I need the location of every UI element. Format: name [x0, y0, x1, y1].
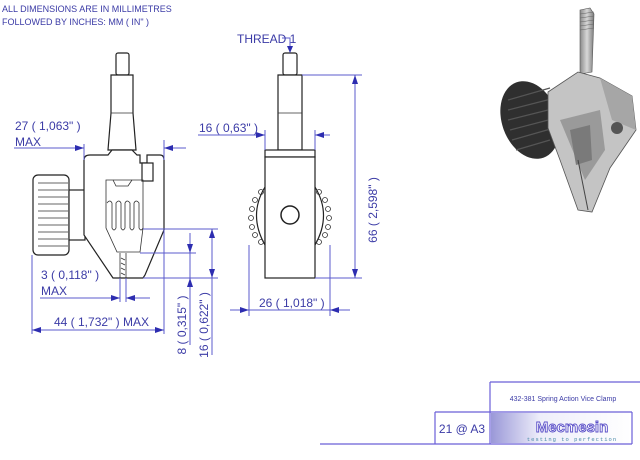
drawing-scale: 21 @ A3	[439, 422, 486, 436]
knob-right	[314, 184, 324, 248]
mecmesin-logo: Mecmesin	[536, 419, 609, 436]
dim-jaw-gap: 3 ( 0,118" )	[41, 268, 99, 282]
knob	[32, 174, 70, 256]
dim-jaw-depth: 8 ( 0,315" )	[175, 296, 189, 355]
mounting-hole	[280, 205, 300, 225]
dim-side-width: 26 ( 1,018" )	[259, 296, 325, 310]
dim-overall-width: 44 ( 1,732" ) MAX	[54, 315, 149, 329]
title-block	[320, 381, 640, 445]
thread-label: THREAD 1	[237, 32, 297, 46]
knob-left	[256, 184, 266, 248]
units-note-line2: FOLLOWED BY INCHES: MM ( IN" )	[2, 17, 149, 27]
units-note-line1: ALL DIMENSIONS ARE IN MILLIMETRES	[2, 4, 172, 14]
dim-jaw-height: 16 ( 0,622" )	[197, 292, 211, 358]
part-title: 432-381 Spring Action Vice Clamp	[510, 396, 617, 403]
dim-height: 66 ( 2,598" )	[366, 177, 380, 243]
isometric-render	[500, 7, 637, 213]
dim-width-max: 27 ( 1,063" )	[15, 119, 81, 133]
front-view	[32, 52, 165, 279]
spring	[106, 200, 144, 231]
logo-tagline: testing to perfection	[527, 436, 617, 443]
side-view	[248, 52, 332, 279]
dim-jaw-gap-suffix: MAX	[41, 284, 67, 298]
dim-side-top: 16 ( 0,63" )	[199, 121, 258, 135]
dim-width-max-suffix: MAX	[15, 135, 41, 149]
dimension-lines	[14, 37, 362, 355]
